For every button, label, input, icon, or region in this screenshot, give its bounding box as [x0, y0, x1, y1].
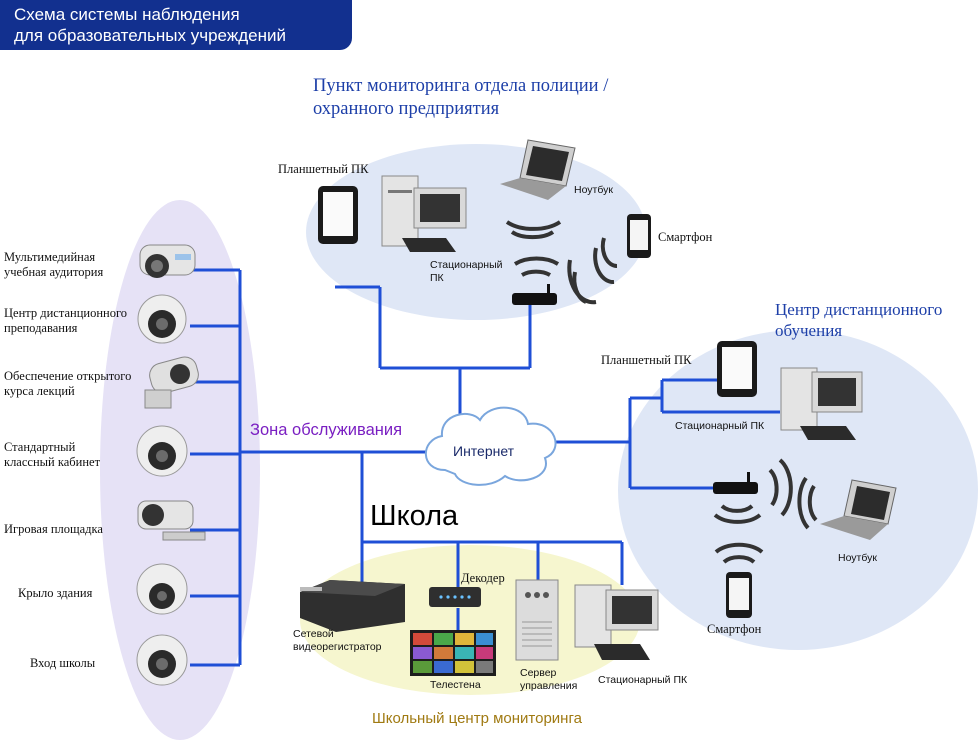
police-title-line1: Пункт мониторинга отдела полиции /	[313, 76, 609, 96]
police-laptop-icon	[500, 139, 576, 200]
camera-label-7: Вход школы	[30, 656, 165, 671]
camera-label-1-line1: Мультимедийная	[4, 250, 96, 264]
nvr-label-line1: Сетевой	[293, 628, 334, 640]
camera-zone-ellipse	[100, 200, 260, 740]
police-pc-label-line2: ПК	[430, 272, 444, 284]
distance-laptop-label: Ноутбук	[838, 552, 877, 564]
school-pc-icon	[574, 584, 659, 660]
police-smartphone-label: Смартфон	[658, 230, 713, 244]
dome-camera-icon	[136, 634, 188, 686]
distance-title-line2: обучения	[775, 321, 843, 340]
police-laptop-label: Ноутбук	[574, 184, 613, 196]
camera-label-3: Обеспечение открытого курса лекций	[4, 369, 139, 399]
camera-label-2-line1: Центр дистанционного	[4, 306, 128, 320]
police-pc-label-line1: Стационарный	[430, 259, 503, 271]
camera-label-2-line2: преподавания	[4, 321, 78, 335]
distance-learning-title: Центр дистанционного обучения	[775, 299, 942, 341]
school-monitoring-title: Школьный центр мониторинга	[372, 710, 582, 727]
server-label-line1: Сервер	[520, 667, 557, 679]
title-line2: для образовательных учреждений	[14, 26, 286, 45]
camera-label-2: Центр дистанционного преподавания	[4, 306, 139, 336]
police-tablet-label: Планшетный ПК	[278, 162, 369, 176]
camera-label-5: Игровая площадка	[4, 522, 139, 537]
police-monitoring-title: Пункт мониторинга отдела полиции / охран…	[313, 75, 608, 121]
camera-label-1-line2: учебная аудитория	[4, 265, 104, 279]
internet-label: Интернет	[453, 443, 515, 459]
diagram-title-badge: Схема системы наблюдения для образовател…	[0, 0, 352, 50]
police-tablet-icon	[318, 186, 358, 244]
distance-smartphone-label: Смартфон	[707, 622, 762, 636]
school-label: Школа	[370, 500, 459, 532]
distance-tablet-label: Планшетный ПК	[601, 353, 692, 367]
bullet-camera-icon	[144, 356, 199, 409]
distance-wifi-waves-icon	[713, 458, 818, 564]
camera-label-5-line1: Игровая площадка	[4, 522, 103, 536]
distance-zone-ellipse	[618, 330, 978, 650]
videowall-icon	[410, 630, 496, 676]
decoder-icon	[429, 587, 481, 607]
police-wifi-waves-icon	[505, 220, 618, 305]
distance-router-icon	[713, 472, 758, 494]
dome-camera-icon	[136, 563, 188, 615]
network-lines	[190, 268, 780, 667]
internet-cloud-icon	[424, 406, 557, 486]
camera-label-6: Крыло здания	[18, 586, 153, 601]
title-line1: Схема системы наблюдения	[14, 5, 240, 24]
police-pc-label: Стационарный ПК	[430, 259, 503, 285]
camera-label-6-line1: Крыло здания	[18, 586, 93, 600]
distance-smartphone-icon	[726, 572, 752, 618]
distance-tablet-icon	[717, 341, 757, 397]
camera-label-4-line1: Стандартный	[4, 440, 76, 454]
distance-pc-label: Стационарный ПК	[675, 420, 765, 432]
dome-camera-icon	[136, 425, 188, 477]
police-title-line2: охранного предприятия	[313, 99, 500, 119]
camera-label-3-line2: курса лекций	[4, 384, 75, 398]
camera-label-1: Мультимедийная учебная аудитория	[4, 250, 139, 280]
server-label-line2: управления	[520, 680, 578, 692]
nvr-label: Сетевой видеорегистратор	[293, 628, 382, 654]
dome-camera-icon	[137, 294, 187, 344]
box-camera-icon	[137, 500, 206, 541]
camera-label-4: Стандартный классный кабинет	[4, 440, 139, 470]
camera-label-7-line1: Вход школы	[30, 656, 96, 670]
distance-pc-icon	[780, 367, 863, 440]
service-zone-label: Зона обслуживания	[250, 421, 403, 439]
school-pc-label: Стационарный ПК	[598, 674, 688, 686]
camera-icons	[136, 244, 206, 686]
bullet-camera-icon	[139, 244, 196, 278]
camera-label-3-line1: Обеспечение открытого	[4, 369, 132, 383]
police-router-icon	[512, 284, 557, 305]
police-pc-icon	[381, 175, 467, 252]
distance-laptop-icon	[820, 479, 897, 540]
server-icon	[515, 579, 559, 661]
police-smartphone-icon	[627, 214, 651, 258]
distance-title-line1: Центр дистанционного	[775, 300, 943, 319]
server-label: Сервер управления	[520, 667, 577, 693]
decoder-label: Декодер	[461, 571, 505, 585]
videowall-label: Телестена	[430, 679, 481, 691]
camera-label-4-line2: классный кабинет	[4, 455, 101, 469]
nvr-label-line2: видеорегистратор	[293, 641, 382, 653]
nvr-icon	[300, 580, 405, 632]
